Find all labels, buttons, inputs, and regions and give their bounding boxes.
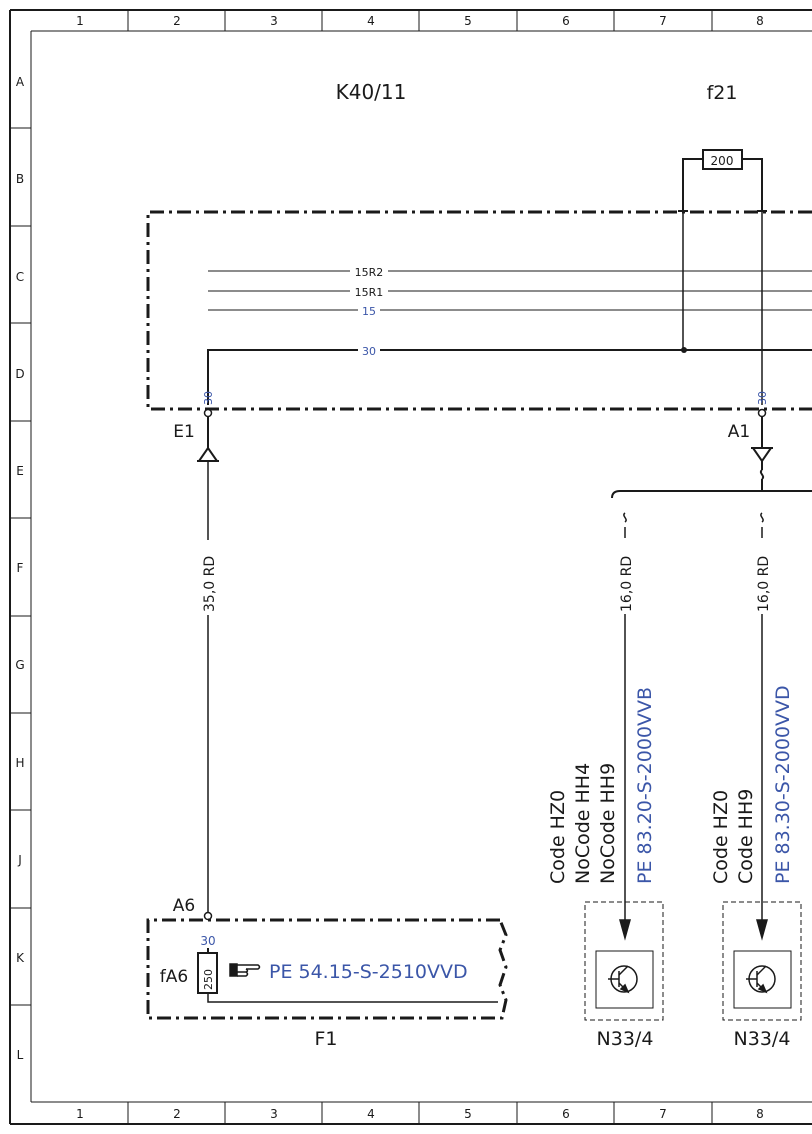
transistor-icon	[608, 965, 638, 994]
reference-link-f1[interactable]: PE 54.15-S-2510VVD	[269, 961, 468, 983]
fuse-f21	[678, 149, 767, 212]
fuse-fa6	[197, 948, 498, 1003]
col-label-7: 7	[659, 1107, 667, 1121]
row-label-d: D	[15, 367, 24, 381]
row-label-e: E	[16, 464, 24, 478]
code-line-right-2: Code HH9	[735, 789, 757, 884]
grid-column-labels-bottom: 1 2 3 4 5 6 7 8	[76, 1107, 764, 1121]
col-label-6: 6	[562, 1107, 570, 1121]
col-label-5: 5	[464, 14, 472, 28]
pin-terminal-e1: 30	[202, 391, 215, 405]
code-line-left-1: Code HZ0	[547, 790, 569, 884]
col-label-8: 8	[756, 14, 764, 28]
code-line-left-3: NoCode HH9	[597, 763, 619, 884]
col-label-4: 4	[367, 14, 375, 28]
row-label-a: A	[16, 75, 25, 89]
branch-bus	[611, 487, 812, 499]
row-label-g: G	[15, 658, 24, 672]
pin-name-e1: E1	[173, 422, 195, 442]
connector-symbol-a1	[751, 417, 773, 487]
line-label-15r2: 15R2	[355, 266, 384, 279]
row-label-f: F	[17, 561, 24, 575]
component-n33-4-right	[722, 901, 802, 1021]
component-label-n33-4-left: N33/4	[597, 1028, 654, 1050]
line-label-30: 30	[362, 345, 376, 358]
module-title-k40-11: K40/11	[336, 80, 407, 104]
fuse-title-f21: f21	[707, 82, 738, 104]
pin-terminal-a6: 30	[200, 934, 215, 948]
wire-right-branch	[756, 512, 768, 941]
internal-bus-lines	[207, 212, 812, 405]
connector-pin-a6	[203, 911, 213, 921]
wire-spec-16-rd-left: 16,0 RD	[619, 556, 635, 612]
wire-spec-35-rd: 35,0 RD	[202, 556, 218, 612]
component-n33-4-left	[584, 901, 664, 1021]
drawing-frame	[9, 9, 812, 1125]
row-label-b: B	[16, 172, 24, 186]
grid-column-labels-top: 1 2 3 4 5 6 7 8	[76, 14, 764, 28]
col-label-5: 5	[464, 1107, 472, 1121]
col-label-6: 6	[562, 14, 570, 28]
line-label-15: 15	[362, 305, 376, 318]
fuse-rating-f21: 200	[711, 154, 734, 168]
connector-pin-e1	[203, 408, 213, 418]
junction-dot	[681, 347, 687, 353]
pointing-hand-icon	[229, 963, 261, 977]
col-label-1: 1	[76, 1107, 84, 1121]
module-label-f1: F1	[314, 1028, 337, 1050]
col-label-3: 3	[270, 14, 278, 28]
col-label-4: 4	[367, 1107, 375, 1121]
module-box-k40-11	[146, 210, 812, 411]
code-line-right-1: Code HZ0	[710, 790, 732, 884]
reference-link-right[interactable]: PE 83.30-S-2000VVD	[772, 685, 794, 884]
col-label-2: 2	[173, 14, 181, 28]
fuse-rating-fa6: 250	[202, 969, 215, 990]
row-label-k: K	[16, 951, 25, 965]
grid-row-labels: A B C D E F G H J K L	[15, 75, 25, 1062]
row-label-l: L	[17, 1048, 24, 1062]
connector-symbol-e1	[197, 417, 219, 462]
pin-name-a6: A6	[173, 896, 195, 916]
col-label-8: 8	[756, 1107, 764, 1121]
transistor-icon	[746, 965, 776, 994]
pin-name-a1: A1	[728, 422, 750, 442]
row-label-h: H	[15, 756, 24, 770]
fuse-name-fa6: fA6	[160, 967, 188, 987]
reference-link-left[interactable]: PE 83.20-S-2000VVB	[634, 687, 656, 884]
component-label-n33-4-right: N33/4	[734, 1028, 791, 1050]
wire-spec-16-rd-right: 16,0 RD	[756, 556, 772, 612]
col-label-2: 2	[173, 1107, 181, 1121]
wire-left-branch	[619, 512, 631, 941]
col-label-3: 3	[270, 1107, 278, 1121]
code-line-left-2: NoCode HH4	[572, 763, 594, 884]
row-label-j: J	[17, 853, 22, 867]
col-label-7: 7	[659, 14, 667, 28]
row-label-c: C	[16, 270, 24, 284]
col-label-1: 1	[76, 14, 84, 28]
pin-terminal-a1: 30	[756, 391, 769, 405]
module-box-f1	[146, 918, 508, 1020]
connector-pin-a1	[757, 408, 767, 418]
line-label-15r1: 15R1	[355, 286, 384, 299]
